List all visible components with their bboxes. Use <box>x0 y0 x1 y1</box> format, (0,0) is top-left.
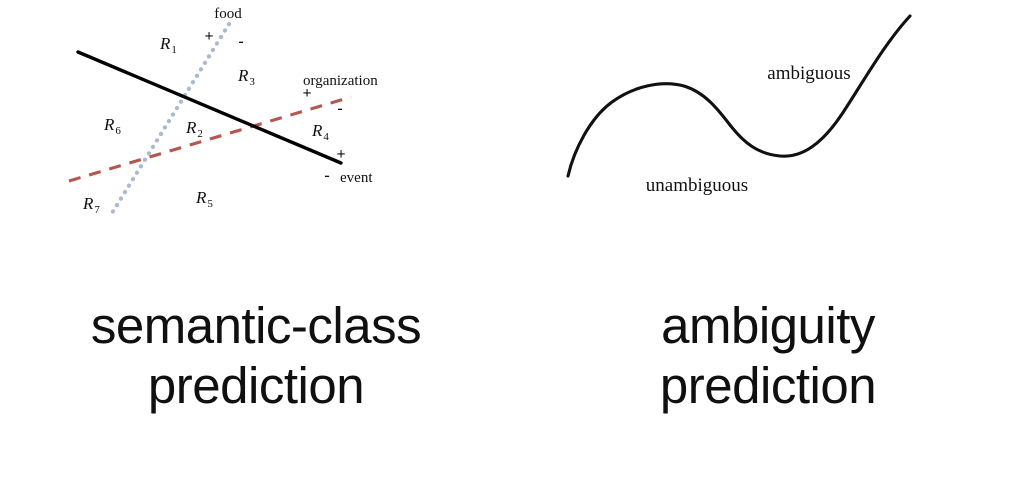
caption-ambiguity-prediction: ambiguity prediction <box>512 296 1024 416</box>
svg-text:R6: R6 <box>103 115 121 137</box>
region-letter-R5: R <box>195 188 207 207</box>
region-letter-R1: R <box>159 34 171 53</box>
region-subscript-R1: 1 <box>171 44 177 56</box>
region-label-R3: R3 <box>237 66 255 88</box>
ambiguity-boundary-curve <box>566 14 912 178</box>
region-subscript-R3: 3 <box>249 76 255 88</box>
region-letter-R2: R <box>185 118 197 137</box>
region-label-R6: R6 <box>103 115 121 137</box>
caption-line-1: semantic-class <box>90 297 422 354</box>
region-label-R1: R1 <box>159 34 177 56</box>
curve-label-unambiguous: unambiguous <box>646 175 748 196</box>
sign-minus-food: - <box>238 33 243 50</box>
caption-line-2: prediction <box>659 357 877 415</box>
svg-text:R2: R2 <box>185 118 203 140</box>
semantic-class-diagram: food organization event + - + - + - R1 <box>0 0 512 240</box>
ambiguity-diagram: ambiguous unambiguous <box>512 0 1024 240</box>
curve-label-ambiguous: ambiguous <box>767 63 850 84</box>
region-letter-R6: R <box>103 115 115 134</box>
region-letter-R3: R <box>237 66 249 85</box>
caption-line-2: prediction <box>147 357 365 415</box>
panel-ambiguity-prediction: ambiguous unambiguous ambiguity predicti… <box>512 0 1024 477</box>
sign-minus-event: - <box>324 167 329 184</box>
sign-minus-organization: - <box>337 100 342 117</box>
svg-text:R7: R7 <box>82 194 100 216</box>
region-subscript-R2: 2 <box>197 128 203 140</box>
region-subscript-R4: 4 <box>323 131 329 143</box>
boundary-label-food: food <box>214 6 242 22</box>
region-letter-R4: R <box>311 121 323 140</box>
caption-semantic-class-prediction: semantic-class prediction <box>0 296 512 416</box>
region-label-R4: R4 <box>311 121 329 143</box>
boundary-label-organization: organization <box>303 73 378 89</box>
sign-plus-food: + <box>204 28 213 45</box>
region-subscript-R7: 7 <box>94 204 100 216</box>
region-letter-R7: R <box>82 194 94 213</box>
panel-semantic-class-prediction: food organization event + - + - + - R1 <box>0 0 512 416</box>
sign-plus-event: + <box>336 146 345 163</box>
svg-text:R4: R4 <box>311 121 329 143</box>
region-label-R7: R7 <box>82 194 100 216</box>
region-subscript-R6: 6 <box>115 125 121 137</box>
boundary-label-event: event <box>340 170 373 186</box>
boundary-line-organization <box>68 95 352 183</box>
boundary-line-food <box>109 21 232 216</box>
svg-text:R5: R5 <box>195 188 213 210</box>
svg-text:R1: R1 <box>159 34 177 56</box>
region-label-R5: R5 <box>195 188 213 210</box>
sign-plus-organization: + <box>302 85 311 102</box>
region-label-R2: R2 <box>185 118 203 140</box>
region-subscript-R5: 5 <box>207 198 213 210</box>
caption-line-1: ambiguity <box>661 297 875 354</box>
boundary-line-event <box>76 50 343 165</box>
svg-text:R3: R3 <box>237 66 255 88</box>
